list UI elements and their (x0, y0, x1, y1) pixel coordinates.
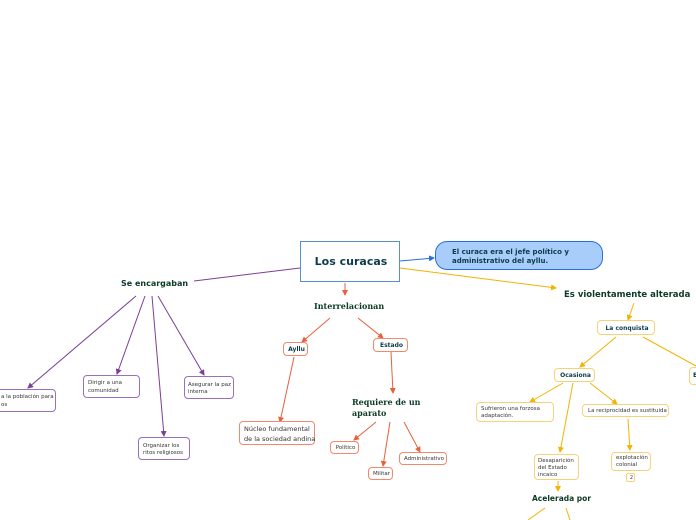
edge-desaparicion (557, 382, 574, 453)
ayllu-description-line-1: Núcleo fundamental (244, 425, 310, 433)
ayllu-description-line-2: de la sociedad andina (244, 435, 316, 443)
info-callout-line-2: administrativo del ayllu. (452, 257, 549, 265)
sufrieron-node[interactable]: Sufrieron una forzosa adaptación. (476, 402, 554, 422)
explotacion-node[interactable]: explotación colonial (611, 452, 651, 471)
ayllu-node[interactable]: Ayllu (283, 342, 308, 356)
left-item-3-line-2: ritos religiosos (143, 450, 183, 456)
left-item-1[interactable]: a la población para os (0, 389, 56, 412)
middle-branch-label[interactable]: Interrelacionan (314, 301, 385, 311)
conquista-label: La conquista (605, 325, 649, 332)
edge-estado-requiere (389, 351, 396, 394)
left-item-1-line-2: os (1, 402, 8, 408)
desaparicion-node[interactable]: Desaparición del Estado incaico (534, 454, 579, 480)
edge-left-1 (27, 295, 137, 389)
sufrieron-line-1: Sufrieron una forzosa (481, 406, 540, 412)
edge-politico (353, 421, 377, 441)
edge-militar (380, 421, 391, 467)
left-item-2-line-2: comunidad (88, 388, 119, 394)
desaparicion-line-1: Desaparición (538, 458, 574, 464)
explotacion-line-1: explotación (616, 455, 648, 461)
right-branch-label[interactable]: Es violentamente alterada (564, 290, 691, 300)
edge-central-left (193, 267, 301, 282)
edge-left-3 (151, 295, 167, 437)
edge-to-estado (357, 317, 384, 339)
reciprocidad-node[interactable]: La reciprocidad es sustituida (582, 404, 669, 417)
ocasiona-node[interactable]: Ocasiona (554, 368, 595, 382)
desaparicion-line-2: del Estado (538, 465, 567, 471)
left-item-4-line-1: Asegurar la paz (188, 382, 232, 388)
militar-label: Militar (372, 471, 391, 477)
left-item-4[interactable]: Asegurar la paz interna (184, 376, 234, 399)
administrativo-node[interactable]: Administrativo (399, 452, 447, 465)
explotacion-count-badge[interactable]: 2 (626, 473, 635, 482)
left-item-4-line-2: interna (188, 389, 208, 395)
edge-reciprocidad (589, 382, 618, 405)
edge-to-ocasiona (579, 336, 617, 368)
ocasiona-label: Ocasiona (560, 372, 591, 379)
requiere-line-2: aparato (352, 408, 387, 418)
central-topic[interactable]: Los curacas (300, 241, 400, 282)
administrativo-label: Administrativo (403, 456, 444, 462)
left-item-3-line-1: Organizar los (143, 443, 180, 449)
requiere-line-1[interactable]: Requiere de un (352, 397, 421, 407)
explotacion-line-2: colonial (616, 462, 638, 468)
edge-central-callout (399, 255, 435, 262)
edge-to-ayllu (301, 317, 331, 343)
politico-node[interactable]: Político (330, 441, 359, 454)
acelerada-label[interactable]: Acelerada por (532, 494, 592, 503)
left-item-2[interactable]: Dirigir a una comunidad (83, 375, 140, 398)
info-callout-line-1: El curaca era el jefe político y (452, 248, 569, 256)
edge-explotacion (626, 418, 633, 451)
desaparicion-line-3: incaico (538, 472, 558, 478)
edge-to-conquista (626, 302, 635, 321)
edge-sufrieron (529, 382, 564, 403)
reciprocidad-label: La reciprocidad es sustituida (588, 408, 667, 414)
edge-left-4 (157, 295, 205, 376)
edge-acelerada-child-2 (565, 507, 571, 520)
conquista-node[interactable]: La conquista (597, 320, 655, 335)
central-topic-title: Los curacas (314, 255, 388, 268)
left-branch-label[interactable]: Se encargaban (121, 279, 189, 288)
ayllu-description[interactable]: Núcleo fundamental de la sociedad andina (239, 421, 315, 445)
edge-left-2 (115, 295, 146, 375)
offscreen-node[interactable]: E (689, 367, 696, 385)
sufrieron-line-2: adaptación. (481, 413, 514, 419)
edge-acelerada-child-1 (527, 507, 546, 520)
estado-label: Estado (379, 342, 403, 349)
edge-central-right (399, 267, 557, 291)
edge-administrativo (403, 421, 421, 453)
estado-node[interactable]: Estado (373, 338, 408, 352)
left-item-2-line-1: Dirigir a una (88, 380, 123, 386)
ayllu-label: Ayllu (288, 346, 305, 353)
explotacion-count: 2 (629, 475, 634, 481)
offscreen-node-label: E (693, 372, 696, 379)
edge-ayllu-desc (278, 356, 295, 423)
left-item-1-line-1: a la población para (1, 394, 54, 400)
left-item-3[interactable]: Organizar los ritos religiosos (138, 437, 190, 460)
info-callout[interactable]: El curaca era el jefe político y adminis… (435, 241, 603, 270)
militar-node[interactable]: Militar (368, 467, 393, 480)
politico-label: Político (335, 445, 356, 451)
edge-to-offscreen (642, 336, 696, 367)
